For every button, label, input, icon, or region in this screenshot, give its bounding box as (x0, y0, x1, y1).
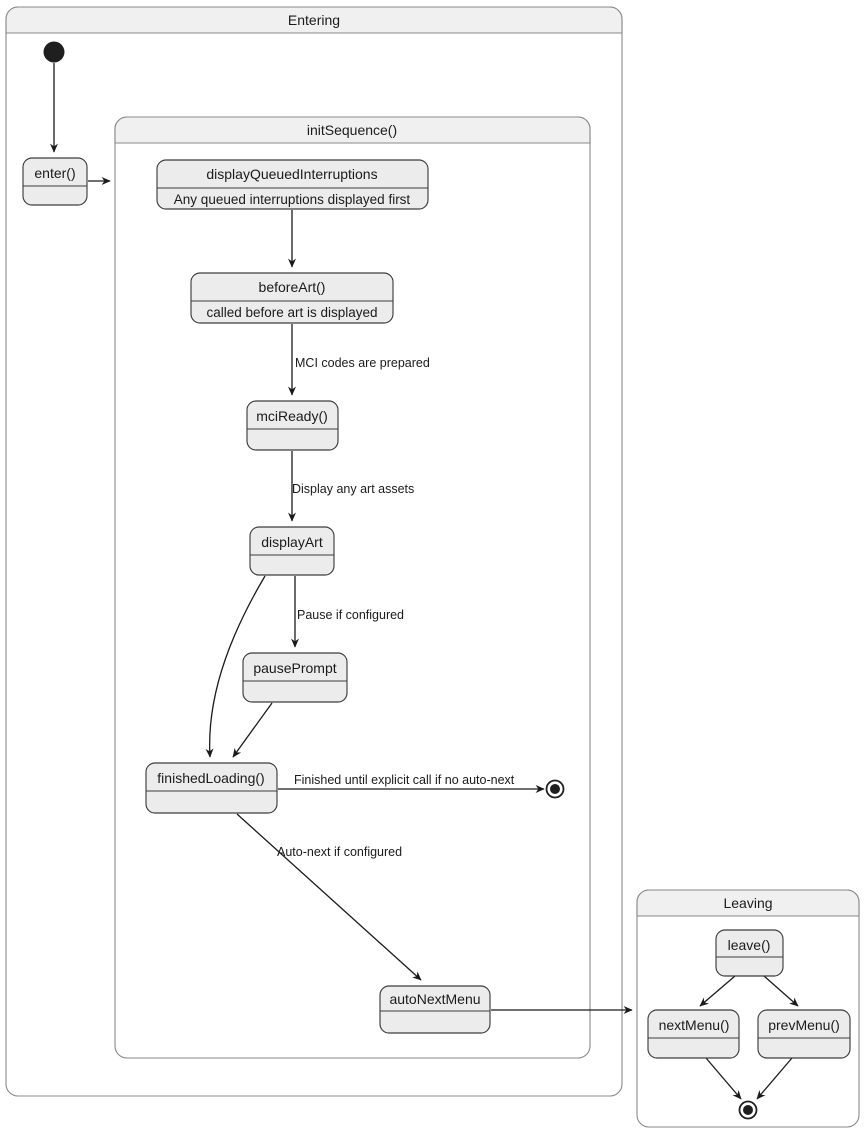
state-dqi-description: Any queued interruptions displayed first (174, 192, 411, 207)
state-pauseprompt-box[interactable] (242, 652, 348, 703)
state-pauseprompt-title: pausePrompt (253, 660, 336, 676)
state-finishedloading-title: finishedLoading() (157, 770, 264, 786)
edge-pauseprompt-to-finishedloading (232, 702, 273, 758)
edge-leave-to-prevmenu (763, 975, 799, 1007)
state-enter[interactable]: enter() (22, 157, 88, 206)
state-beforeart-box[interactable] (190, 272, 394, 324)
state-displayart-title: displayArt (261, 534, 323, 550)
state-prevmenu[interactable]: prevMenu() (757, 1009, 851, 1059)
frame-leaving-title: Leaving (723, 895, 772, 911)
state-enter-box[interactable] (22, 157, 88, 206)
frame-initsequence-body (114, 116, 591, 1059)
state-nextmenu-title: nextMenu() (659, 1017, 730, 1033)
state-finishedloading-box[interactable] (145, 762, 278, 814)
state-prevmenu-box[interactable] (757, 1009, 851, 1059)
state-beforeart-title: beforeArt() (259, 279, 326, 295)
state-mciready-box[interactable] (246, 400, 339, 451)
edge-label-mci-prepared: MCI codes are prepared (295, 356, 430, 370)
final-state-dot-icon-leaving (743, 1105, 753, 1115)
state-autonextmenu-title: autoNextMenu (389, 991, 480, 1007)
edge-displayart-to-finishedloading (205, 575, 266, 758)
edge-label-display-art-assets: Display any art assets (292, 482, 414, 496)
state-nextmenu-box[interactable] (647, 1009, 740, 1059)
frame-leaving-header (636, 889, 860, 917)
edge-label-pause-if-configured: Pause if configured (297, 608, 404, 622)
final-state-dot-icon (550, 784, 560, 794)
state-pauseprompt[interactable]: pausePrompt (242, 652, 348, 703)
state-dqi-box[interactable] (156, 159, 429, 210)
state-enter-title: enter() (34, 165, 75, 181)
edge-nextmenu-to-final (705, 1057, 742, 1100)
edge-leave-to-nextmenu (699, 975, 736, 1007)
final-state-node-entering (545, 779, 565, 799)
frame-initsequence: initSequence() (114, 116, 591, 1059)
state-displayart[interactable]: displayArt (249, 526, 335, 576)
frame-initsequence-title: initSequence() (307, 122, 397, 138)
edge-label-auto-next: Auto-next if configured (277, 845, 402, 859)
edge-layer (49, 63, 799, 1100)
frame-initsequence-header (114, 116, 591, 144)
state-leave-title: leave() (728, 937, 771, 953)
state-prevmenu-title: prevMenu() (768, 1017, 840, 1033)
state-beforeart[interactable]: beforeArt() called before art is display… (190, 272, 394, 324)
initial-state-icon (43, 41, 65, 63)
edge-label-finished-no-autonext: Finished until explicit call if no auto-… (294, 773, 515, 787)
edge-label-layer: MCI codes are prepared Display any art a… (277, 356, 515, 859)
frame-leaving: Leaving (636, 889, 860, 1128)
frame-leaving-body (636, 889, 860, 1128)
state-leave[interactable]: leave() (715, 929, 784, 977)
state-finishedloading[interactable]: finishedLoading() (145, 762, 278, 814)
state-nextmenu[interactable]: nextMenu() (647, 1009, 740, 1059)
state-leave-box[interactable] (715, 929, 784, 977)
state-mciready[interactable]: mciReady() (246, 400, 339, 451)
final-state-node-leaving (738, 1100, 758, 1120)
state-autonextmenu-box[interactable] (379, 985, 491, 1034)
frame-entering-title: Entering (288, 12, 340, 28)
edge-prevmenu-to-final (756, 1057, 793, 1100)
state-displayqueuedinterruptions[interactable]: displayQueuedInterruptions Any queued in… (156, 159, 429, 210)
frame-entering-header (5, 6, 623, 34)
state-displayart-box[interactable] (249, 526, 335, 576)
state-mciready-title: mciReady() (256, 408, 328, 424)
edge-finishedloading-to-autonextmenu (236, 813, 422, 981)
initial-state-node (43, 41, 65, 63)
state-autonextmenu[interactable]: autoNextMenu (379, 985, 491, 1034)
state-dqi-title: displayQueuedInterruptions (206, 166, 377, 182)
state-beforeart-description: called before art is displayed (206, 305, 377, 320)
